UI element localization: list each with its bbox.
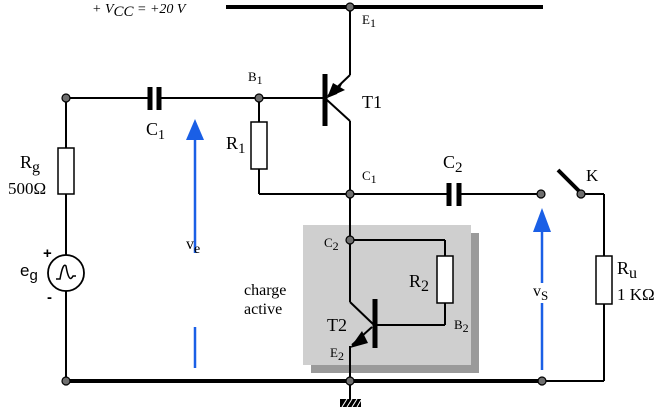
resistor-r2	[436, 255, 454, 304]
k-label: K	[586, 166, 599, 185]
source-eg-label: eg	[20, 261, 38, 284]
rg-label: Rg	[20, 152, 40, 176]
active-load-label-line2: active	[244, 301, 282, 318]
e2-label: E2	[330, 345, 344, 363]
ac-source-icon	[47, 254, 85, 292]
vs-arrow-icon	[533, 208, 551, 370]
r2-label: R2	[409, 271, 429, 295]
node-c1	[345, 189, 355, 199]
node-b1	[254, 93, 264, 103]
node-input	[61, 93, 71, 103]
vcc-label: + VCC = +20 V	[92, 2, 187, 20]
resistor-ru	[595, 255, 613, 305]
ve-arrow-icon	[186, 119, 204, 368]
active-load-label-line1: charge	[244, 282, 286, 299]
rg-value: 500Ω	[8, 179, 46, 198]
resistor-r1	[250, 121, 268, 170]
c2-cap-label: C2	[443, 152, 463, 176]
node-ground-left	[61, 376, 71, 386]
node-output	[536, 189, 546, 199]
c1-cap-label: C1	[146, 119, 165, 143]
node-switch-k	[576, 189, 586, 199]
node-ground-center	[345, 376, 355, 386]
t1-label: T1	[362, 92, 382, 112]
switch-k-icon[interactable]	[556, 168, 582, 194]
ru-value: 1 KΩ	[617, 285, 655, 304]
node-ground-right	[537, 376, 547, 386]
ground-icon	[340, 398, 362, 408]
node-c2	[345, 235, 355, 245]
source-plus-label: +	[43, 245, 52, 262]
resistor-rg	[57, 147, 75, 195]
c1-label: C1	[362, 168, 377, 186]
t2-label: T2	[327, 315, 347, 335]
e1-label: E1	[362, 12, 376, 30]
transistor-t1-icon	[322, 74, 351, 126]
source-minus-label: -	[47, 289, 52, 306]
ru-label: Ru	[617, 258, 637, 282]
node-e1	[345, 2, 355, 12]
c2-label: C2	[324, 235, 339, 253]
b1-label: B1	[248, 69, 263, 87]
r1-label: R1	[226, 133, 246, 157]
b2-label: B2	[454, 317, 469, 335]
transistor-t2-icon	[349, 299, 378, 348]
ve-label: ve	[186, 236, 200, 257]
vs-label: vS	[533, 283, 548, 303]
